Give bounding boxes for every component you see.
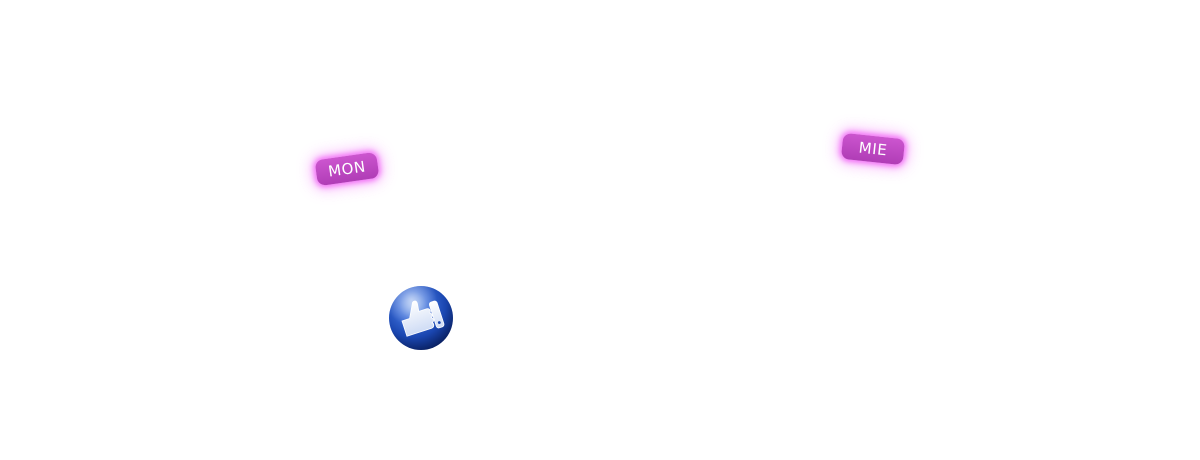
like-button[interactable] <box>388 285 454 351</box>
day-tag-mon[interactable]: MON <box>314 151 380 187</box>
thumbs-up-icon <box>389 286 453 350</box>
day-tag-mie[interactable]: MIE <box>840 132 906 166</box>
